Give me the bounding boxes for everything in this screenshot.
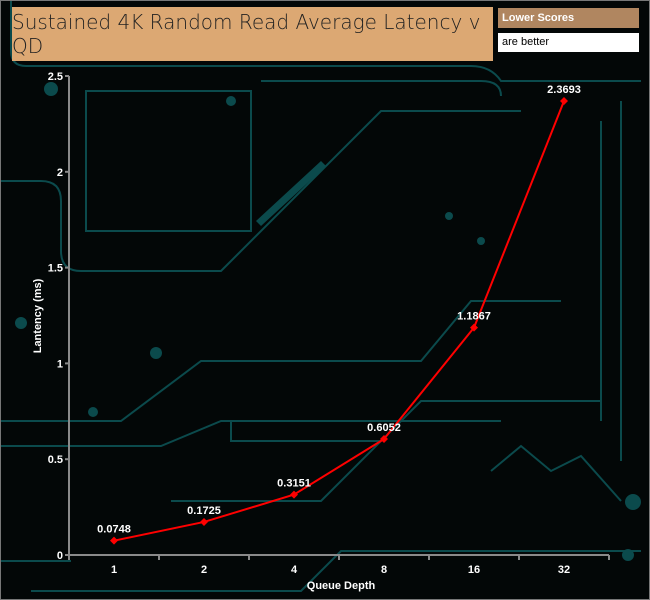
y-tick-label: 0: [57, 550, 63, 562]
data-point: [110, 536, 118, 545]
data-label: 2.3693: [547, 84, 581, 96]
data-label: 0.1725: [187, 505, 221, 517]
chart-title: Sustained 4K Random Read Average Latency…: [12, 7, 493, 61]
y-tick-label: 2: [57, 167, 63, 179]
x-tick-label: 32: [558, 564, 570, 576]
y-tick-label: 2.5: [48, 71, 63, 83]
x-tick-label: 8: [381, 564, 387, 576]
data-label: 0.3151: [277, 478, 311, 490]
data-label: 0.6052: [367, 422, 401, 434]
y-tick-label: 1: [57, 358, 63, 370]
x-tick-label: 1: [111, 564, 117, 576]
series-line: [113, 100, 565, 542]
x-tick-label: 2: [201, 564, 207, 576]
x-tick-label: 16: [468, 564, 480, 576]
note-are-better: are better: [498, 33, 639, 52]
y-axis-label: Lantency (ms): [32, 278, 44, 353]
x-tick-label: 4: [291, 564, 298, 576]
y-tick-label: 0.5: [48, 454, 63, 466]
data-point: [380, 435, 388, 444]
data-point: [200, 517, 208, 526]
data-point: [560, 97, 568, 106]
data-point: [290, 490, 298, 499]
data-point: [470, 323, 478, 332]
x-axis-label: Queue Depth: [307, 580, 376, 592]
data-label: 1.1867: [457, 311, 491, 323]
note-lower-scores: Lower Scores: [498, 8, 639, 28]
data-label: 0.0748: [97, 524, 131, 536]
y-tick-label: 1.5: [48, 263, 63, 275]
